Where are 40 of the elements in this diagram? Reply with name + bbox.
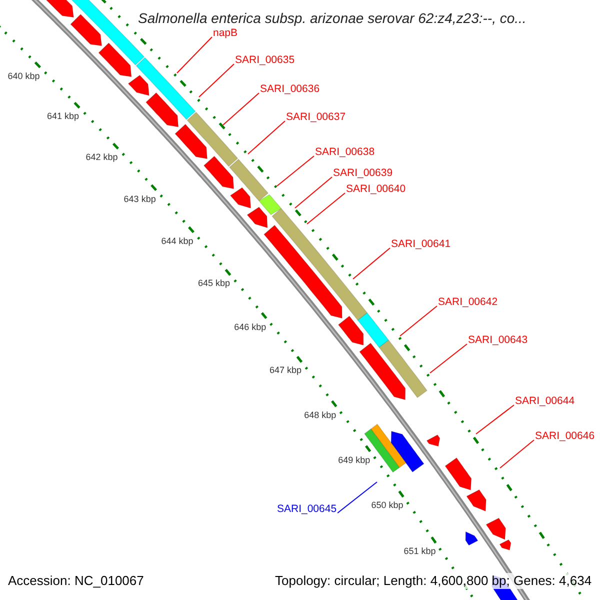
leader-line bbox=[306, 192, 346, 224]
gene-label: SARI_00641 bbox=[391, 238, 451, 251]
leader-line bbox=[500, 440, 534, 468]
leader-line bbox=[476, 404, 514, 434]
leader-line bbox=[430, 344, 468, 374]
leader-line bbox=[352, 248, 390, 280]
gene-label: SARI_00645 bbox=[277, 503, 337, 516]
scale-label: 651 kbp bbox=[404, 546, 436, 558]
leader-line bbox=[294, 176, 332, 208]
gene-label: SARI_00644 bbox=[515, 395, 575, 408]
genome-info-text: Topology: circular; Length: 4,600,800 bp; Genes: 4,634 bbox=[275, 573, 592, 589]
gene-label: SARI_00635 bbox=[235, 54, 295, 67]
gene-label: SARI_00638 bbox=[315, 146, 375, 159]
leader-line bbox=[276, 156, 314, 186]
gene-label: SARI_00636 bbox=[260, 83, 320, 96]
scale-label: 642 kbp bbox=[86, 152, 118, 164]
gene-label: napB bbox=[213, 27, 238, 40]
gene-label: SARI_00640 bbox=[346, 183, 406, 196]
scale-label: 645 kbp bbox=[198, 278, 230, 290]
leader-line bbox=[248, 120, 286, 154]
scale-label: 647 kbp bbox=[269, 365, 302, 376]
scale-label: 640 kbp bbox=[8, 70, 40, 82]
scale-label: 649 kbp bbox=[338, 454, 370, 466]
gene-label: SARI_00643 bbox=[468, 334, 528, 347]
scale-label: 648 kbp bbox=[304, 410, 336, 421]
scale-label: 641 kbp bbox=[47, 111, 80, 122]
gene-label: SARI_00646 bbox=[535, 430, 595, 443]
leader-line bbox=[337, 482, 378, 514]
leader-line bbox=[222, 92, 260, 126]
leader-line bbox=[176, 36, 212, 74]
scale-label: 646 kbp bbox=[234, 322, 266, 333]
scale-label: 643 kbp bbox=[124, 194, 156, 205]
scale-label: 644 kbp bbox=[161, 236, 194, 247]
accession-text: Accession: NC_010067 bbox=[8, 573, 144, 589]
leader-line bbox=[198, 64, 234, 98]
leader-line bbox=[400, 306, 438, 336]
gene-label: SARI_00637 bbox=[286, 111, 346, 124]
gene-label: SARI_00642 bbox=[438, 296, 498, 309]
gene-label: SARI_00639 bbox=[333, 167, 393, 180]
scale-label: 650 kbp bbox=[371, 500, 404, 512]
